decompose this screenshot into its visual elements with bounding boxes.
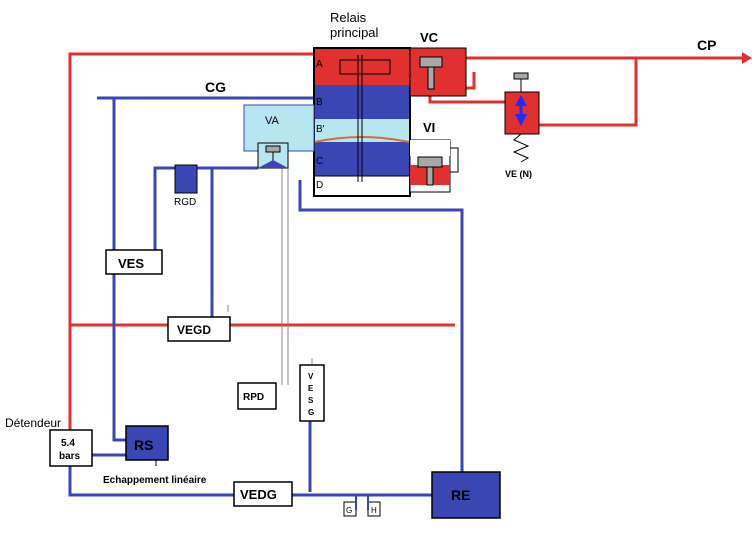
relais-label-2: principal xyxy=(330,25,379,40)
ves-box xyxy=(105,249,163,275)
vesg-letter-2: E xyxy=(308,384,314,393)
ves-label: VES xyxy=(118,256,144,271)
chamber-letters: A B B' C D xyxy=(316,59,325,191)
h-label: H xyxy=(371,506,377,515)
echappement-label: Echappement linéaire xyxy=(103,475,207,486)
rgd-label: RGD xyxy=(174,197,196,208)
vedg-box xyxy=(233,481,293,507)
chamber-d-label: D xyxy=(316,180,323,191)
rs-label: RS xyxy=(134,437,153,453)
va-label: VA xyxy=(265,115,280,127)
vi-label: VI xyxy=(423,120,435,135)
va-pipes xyxy=(227,160,313,385)
rgd-reservoir xyxy=(174,164,198,194)
cp-label: CP xyxy=(697,37,716,53)
vesg-letter-1: V xyxy=(308,372,314,381)
detendeur-box xyxy=(49,429,93,467)
rgd-line xyxy=(153,166,258,255)
rs-reservoir xyxy=(125,425,169,461)
relais-label-1: Relais xyxy=(330,10,367,25)
vc-label: VC xyxy=(420,30,439,45)
bars-value: 5.4 xyxy=(61,438,75,449)
chamber-c-label: C xyxy=(316,156,323,167)
ve-valve xyxy=(504,72,540,163)
vi-valve xyxy=(409,139,459,193)
vegd-box xyxy=(167,316,231,342)
vesg-box xyxy=(299,364,325,422)
re-reservoir xyxy=(431,471,501,519)
relais-principal xyxy=(313,47,411,197)
ve-red-line xyxy=(538,58,638,127)
vc-valve xyxy=(409,47,467,97)
detendeur-label: Détendeur xyxy=(5,416,61,430)
cg-label: CG xyxy=(205,79,226,95)
rpd-box xyxy=(237,382,277,410)
va-valve xyxy=(243,104,315,169)
vedg-label: VEDG xyxy=(240,487,277,502)
re-label: RE xyxy=(451,487,470,503)
chamber-a-label: A xyxy=(316,59,323,70)
ve-label: VE (N) xyxy=(505,169,532,179)
vegd-label: VEGD xyxy=(177,323,211,337)
rpd-label: RPD xyxy=(243,392,264,403)
vesg-letter-3: S xyxy=(308,396,314,405)
g-label: G xyxy=(346,506,352,515)
chamber-b-label: B xyxy=(316,97,323,108)
vesg-letter-4: G xyxy=(308,408,314,417)
re-line xyxy=(298,180,464,472)
cp-arrow-icon xyxy=(742,52,752,64)
left-red-line xyxy=(68,52,314,440)
ve-red-line-2 xyxy=(428,95,505,104)
rgd-line-2 xyxy=(210,168,230,322)
bars-unit: bars xyxy=(59,451,81,462)
chamber-bprime-label: B' xyxy=(316,124,325,135)
